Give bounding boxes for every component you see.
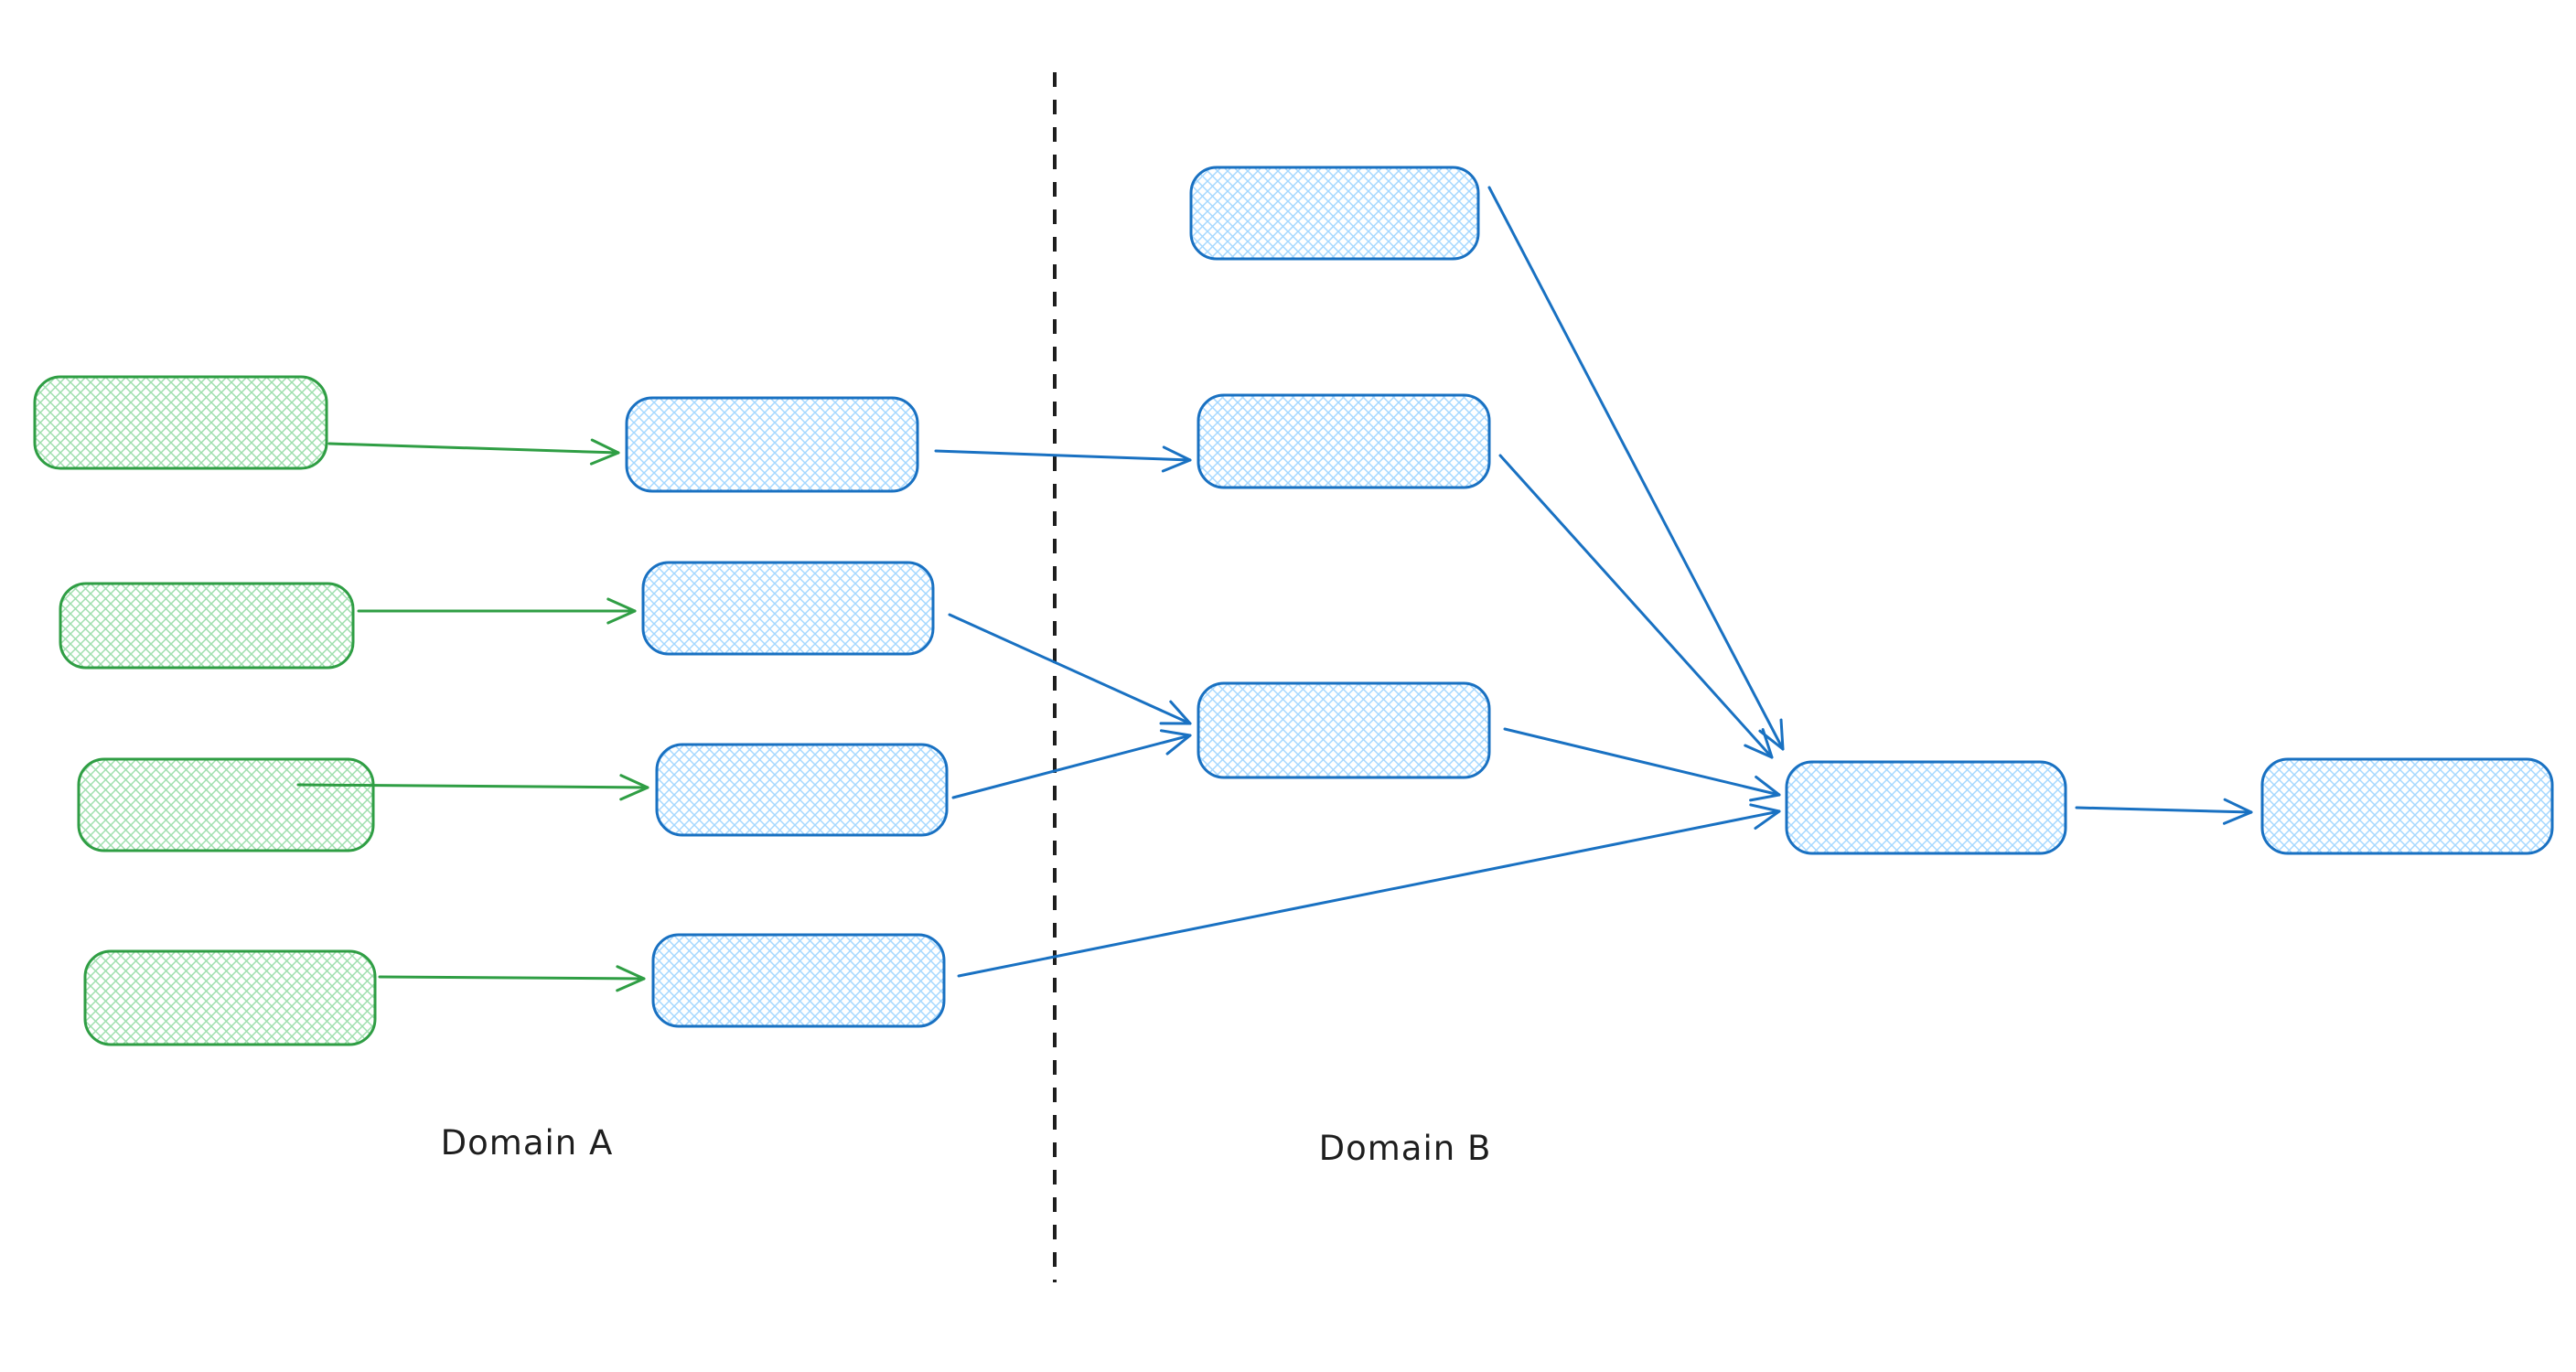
arrow-source-a1-to-proc-a1[interactable] [327, 438, 620, 466]
arrow-node-b1-to-merge[interactable] [1487, 186, 1785, 751]
arrow-node-b3-to-merge[interactable] [1503, 727, 1781, 802]
arrow-proc-a1-to-node-b2[interactable] [934, 445, 1192, 473]
arrow-merge-to-output[interactable] [2075, 798, 2253, 825]
node-proc-a2[interactable] [641, 561, 935, 656]
node-source-a3[interactable] [77, 757, 375, 852]
arrow-proc-a3-to-node-b3[interactable] [951, 729, 1192, 799]
node-proc-a1[interactable] [625, 396, 919, 493]
arrow-node-b2-to-merge[interactable] [1498, 454, 1774, 759]
node-source-a1[interactable] [33, 375, 328, 470]
node-source-a4[interactable] [83, 949, 377, 1046]
domain-a-label[interactable]: Domain A [441, 1123, 614, 1163]
arrow-proc-a2-to-node-b3[interactable] [948, 613, 1192, 725]
node-proc-a3[interactable] [655, 743, 949, 837]
node-source-a2[interactable] [59, 582, 355, 670]
node-proc-a4[interactable] [651, 933, 946, 1028]
node-merge[interactable] [1785, 760, 2067, 855]
node-node-b2[interactable] [1197, 393, 1491, 489]
node-node-b1[interactable] [1189, 166, 1480, 261]
node-node-b3[interactable] [1197, 681, 1491, 779]
arrow-source-a4-to-proc-a4[interactable] [378, 965, 646, 992]
arrow-proc-a4-to-merge[interactable] [957, 803, 1781, 978]
node-output[interactable] [2260, 757, 2554, 855]
arrow-source-a2-to-proc-a2[interactable] [357, 597, 637, 625]
arrow-source-a3-to-proc-a3[interactable] [296, 774, 649, 801]
domain-b-label[interactable]: Domain B [1319, 1129, 1492, 1168]
